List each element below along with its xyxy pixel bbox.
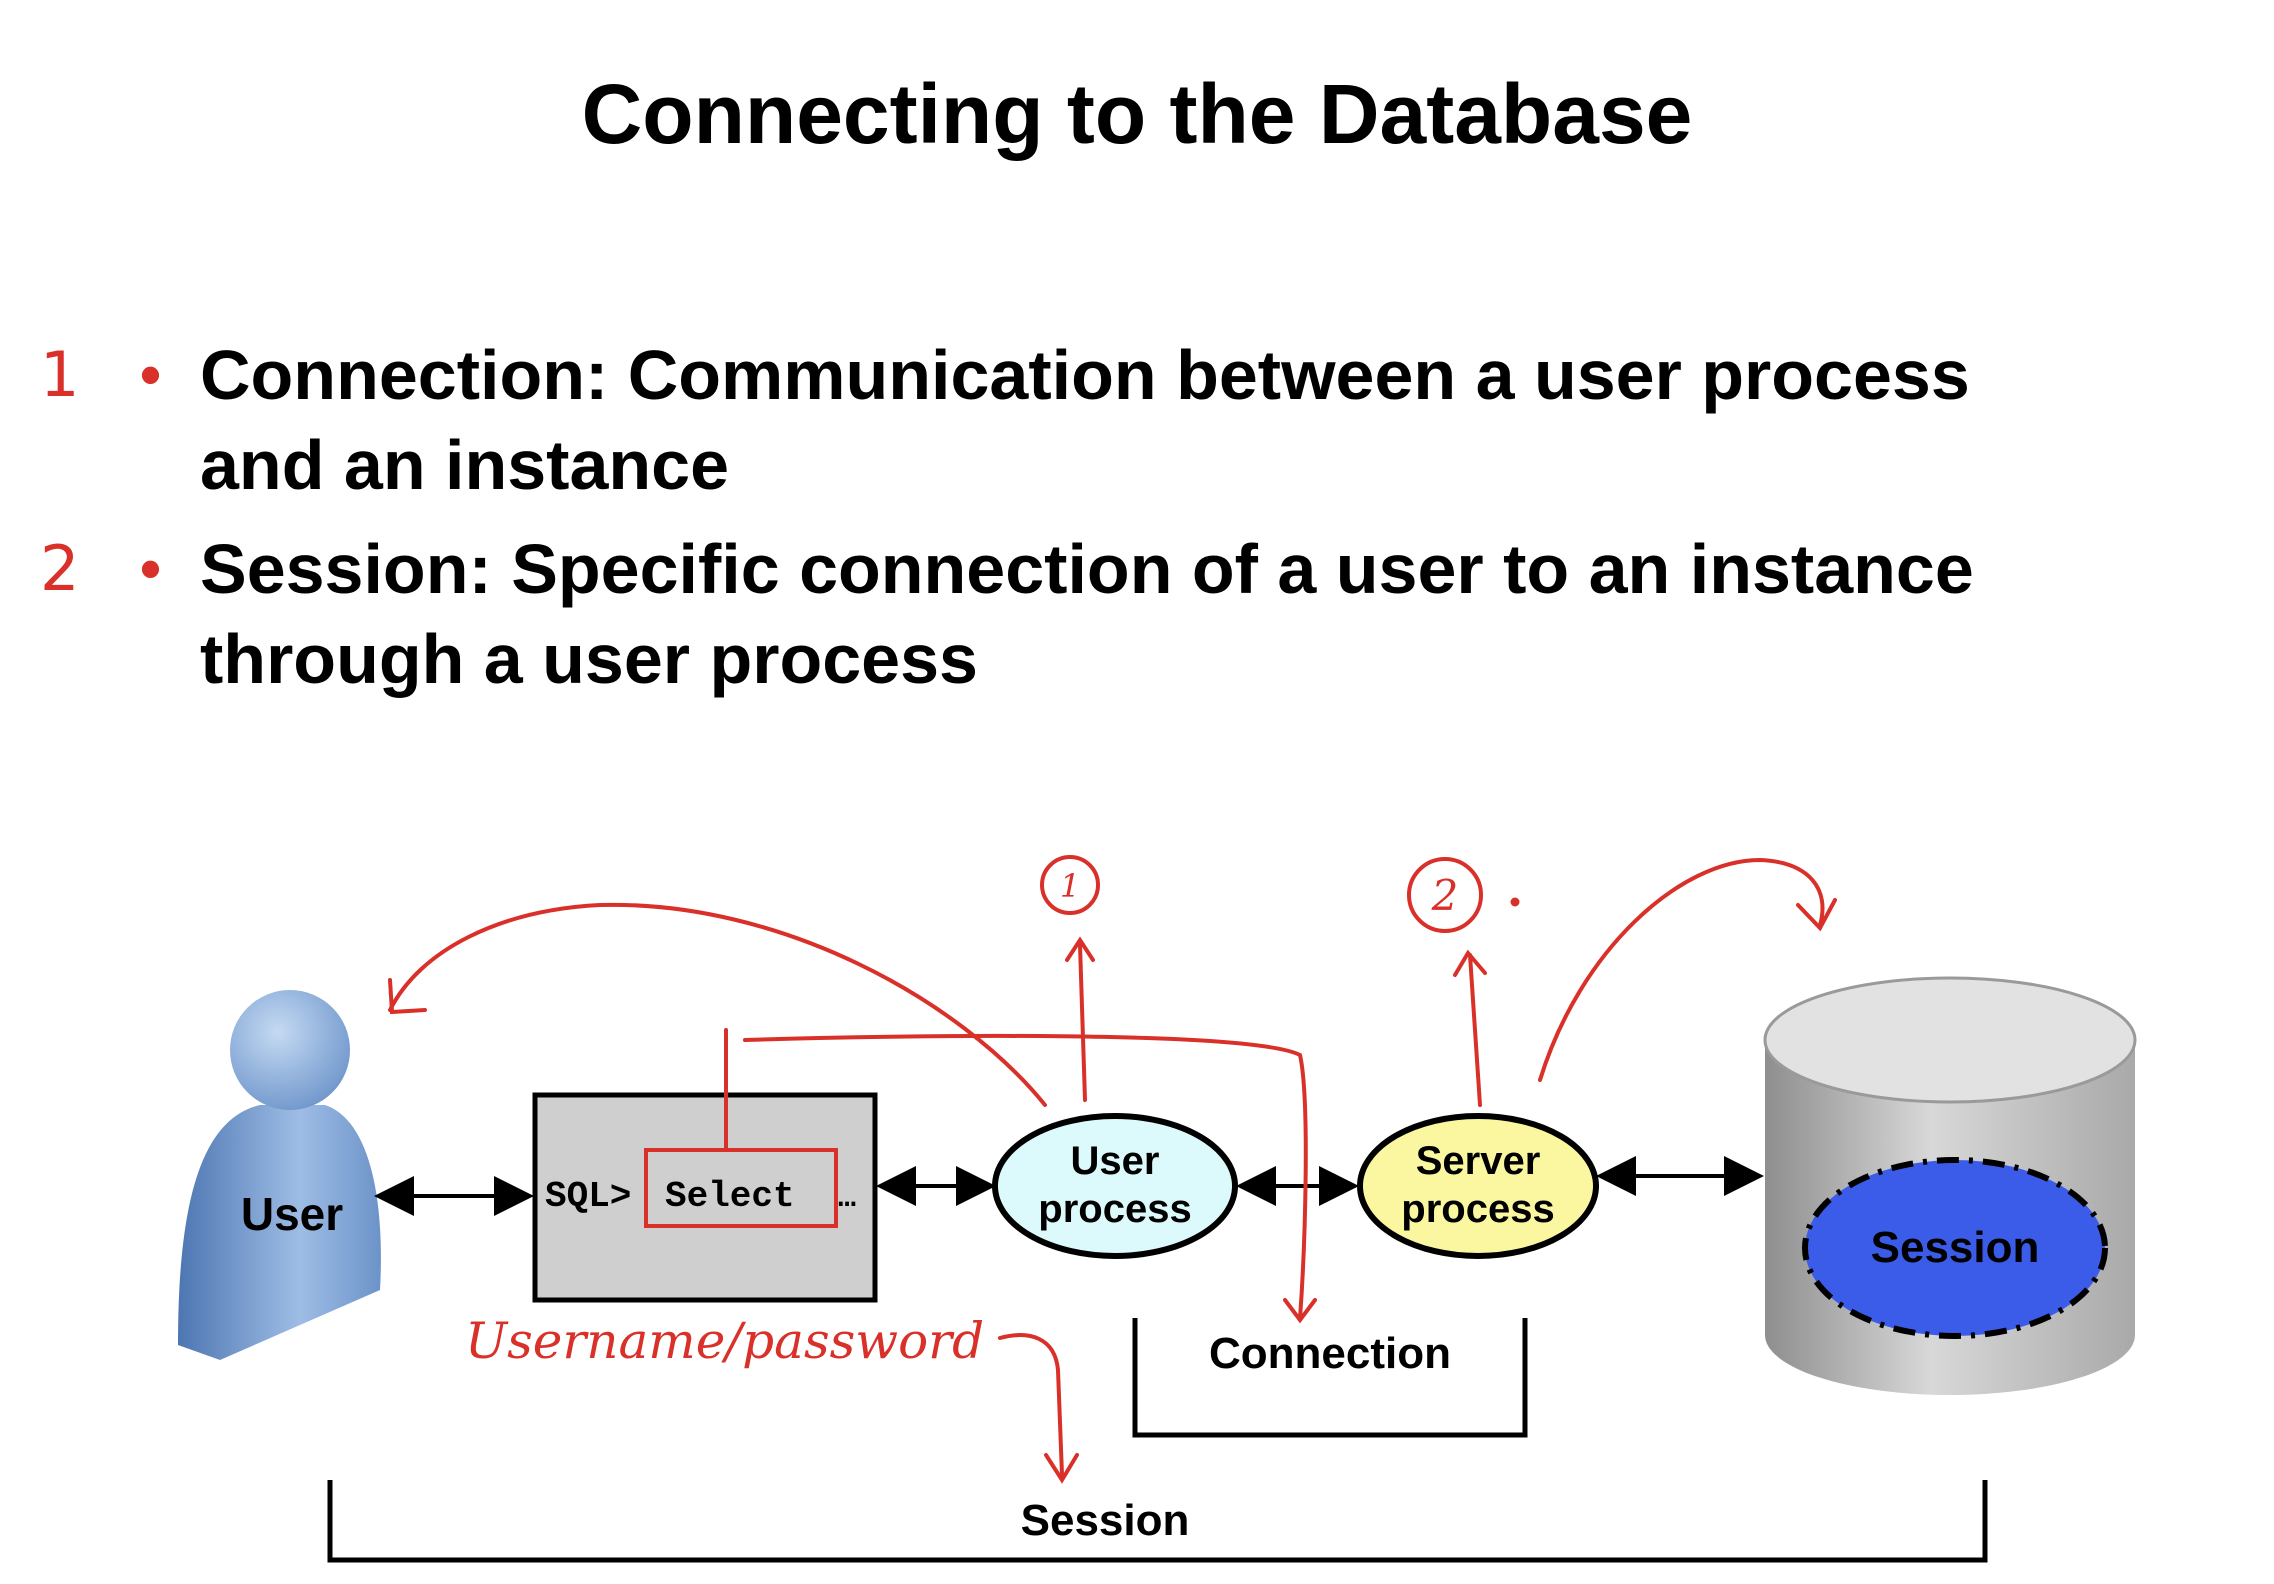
bullet-dot: • xyxy=(140,341,162,408)
select-highlight-box xyxy=(644,1148,838,1228)
circle-2-label: 2 xyxy=(1431,871,1459,920)
handwritten-username-password: Username/password xyxy=(465,1312,984,1370)
circle-1 xyxy=(1040,855,1100,915)
server-process-label-1: Server xyxy=(1416,1139,1541,1183)
bullet-text-line: Connection: Communication between a user… xyxy=(200,336,1970,414)
user-process-node xyxy=(992,1113,1238,1259)
handwritten-number-2: 2 xyxy=(40,532,80,605)
bullet-session: 2 • Session: Specific connection of a us… xyxy=(40,524,2160,704)
sql-ellipsis: … xyxy=(838,1182,856,1216)
bullet-dot: • xyxy=(140,535,162,602)
handwritten-annotations xyxy=(388,855,1837,1484)
red-arrow-to-user xyxy=(388,902,1047,1107)
circle-1-label: 1 xyxy=(1060,867,1080,905)
user-figure-icon xyxy=(178,990,381,1360)
server-process-label-2: process xyxy=(1401,1187,1554,1231)
red-arrow-to-db xyxy=(1538,857,1825,1082)
sql-prompt: SQL> xyxy=(545,1176,631,1217)
bullet-text-line: Session: Specific connection of a user t… xyxy=(200,530,1974,608)
bullet-connection: 1 • Connection: Communication between a … xyxy=(40,330,2160,510)
circle-2 xyxy=(1407,857,1483,933)
bullet-text-line: and an instance xyxy=(200,426,730,504)
db-session-node xyxy=(1802,1157,2108,1339)
user-process-label-2: process xyxy=(1038,1187,1191,1231)
sql-command: Select xyxy=(665,1176,795,1217)
bullet-text-line: through a user process xyxy=(200,620,978,698)
bullet-list: 1 • Connection: Communication between a … xyxy=(40,330,2160,718)
red-arrow-up-1 xyxy=(1078,943,1087,1102)
sql-client-window xyxy=(532,1092,878,1303)
db-session-label: Session xyxy=(1871,1223,2040,1272)
server-process-node xyxy=(1357,1113,1599,1259)
user-label: User xyxy=(241,1188,343,1240)
red-arrow-to-connection xyxy=(743,1033,1308,1320)
red-arrow-up-2 xyxy=(1468,953,1482,1107)
connection-label: Connection xyxy=(1209,1329,1451,1378)
session-label: Session xyxy=(1021,1496,1190,1545)
session-bracket xyxy=(327,1480,1988,1563)
red-arrow-to-session xyxy=(998,1333,1064,1477)
connection-bracket xyxy=(1132,1318,1528,1438)
user-process-label-1: User xyxy=(1071,1139,1160,1183)
handwritten-number-1: 1 xyxy=(40,338,80,411)
slide-title: Connecting to the Database xyxy=(581,67,1693,161)
